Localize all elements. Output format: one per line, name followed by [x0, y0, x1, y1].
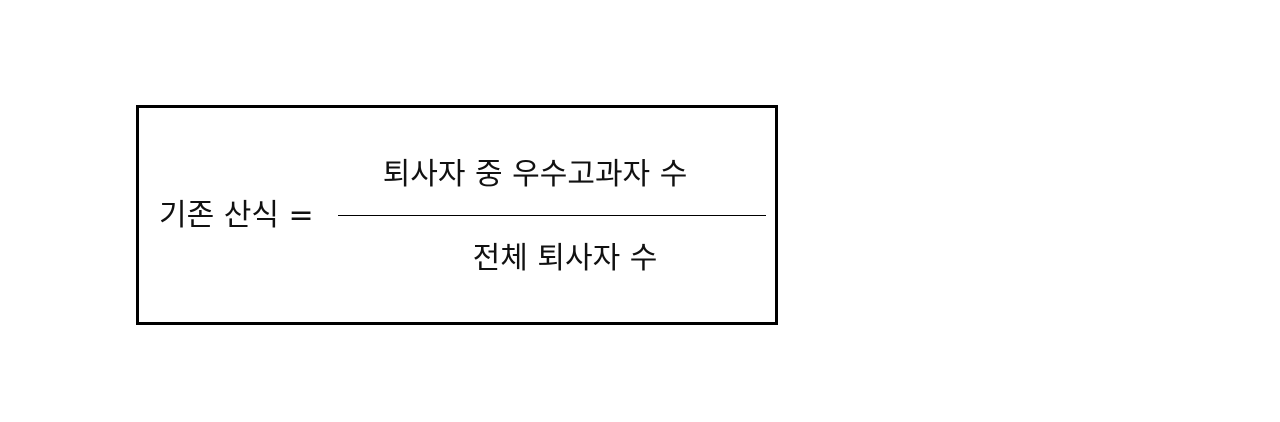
fraction-bar [338, 215, 766, 216]
formula-box: 기존 산식 = 퇴사자 중 우수고과자 수 전체 퇴사자 수 [136, 105, 778, 325]
formula-label: 기존 산식 = [159, 198, 314, 233]
fraction-denominator: 전체 퇴사자 수 [472, 241, 658, 276]
fraction-numerator: 퇴사자 중 우수고과자 수 [382, 157, 688, 192]
